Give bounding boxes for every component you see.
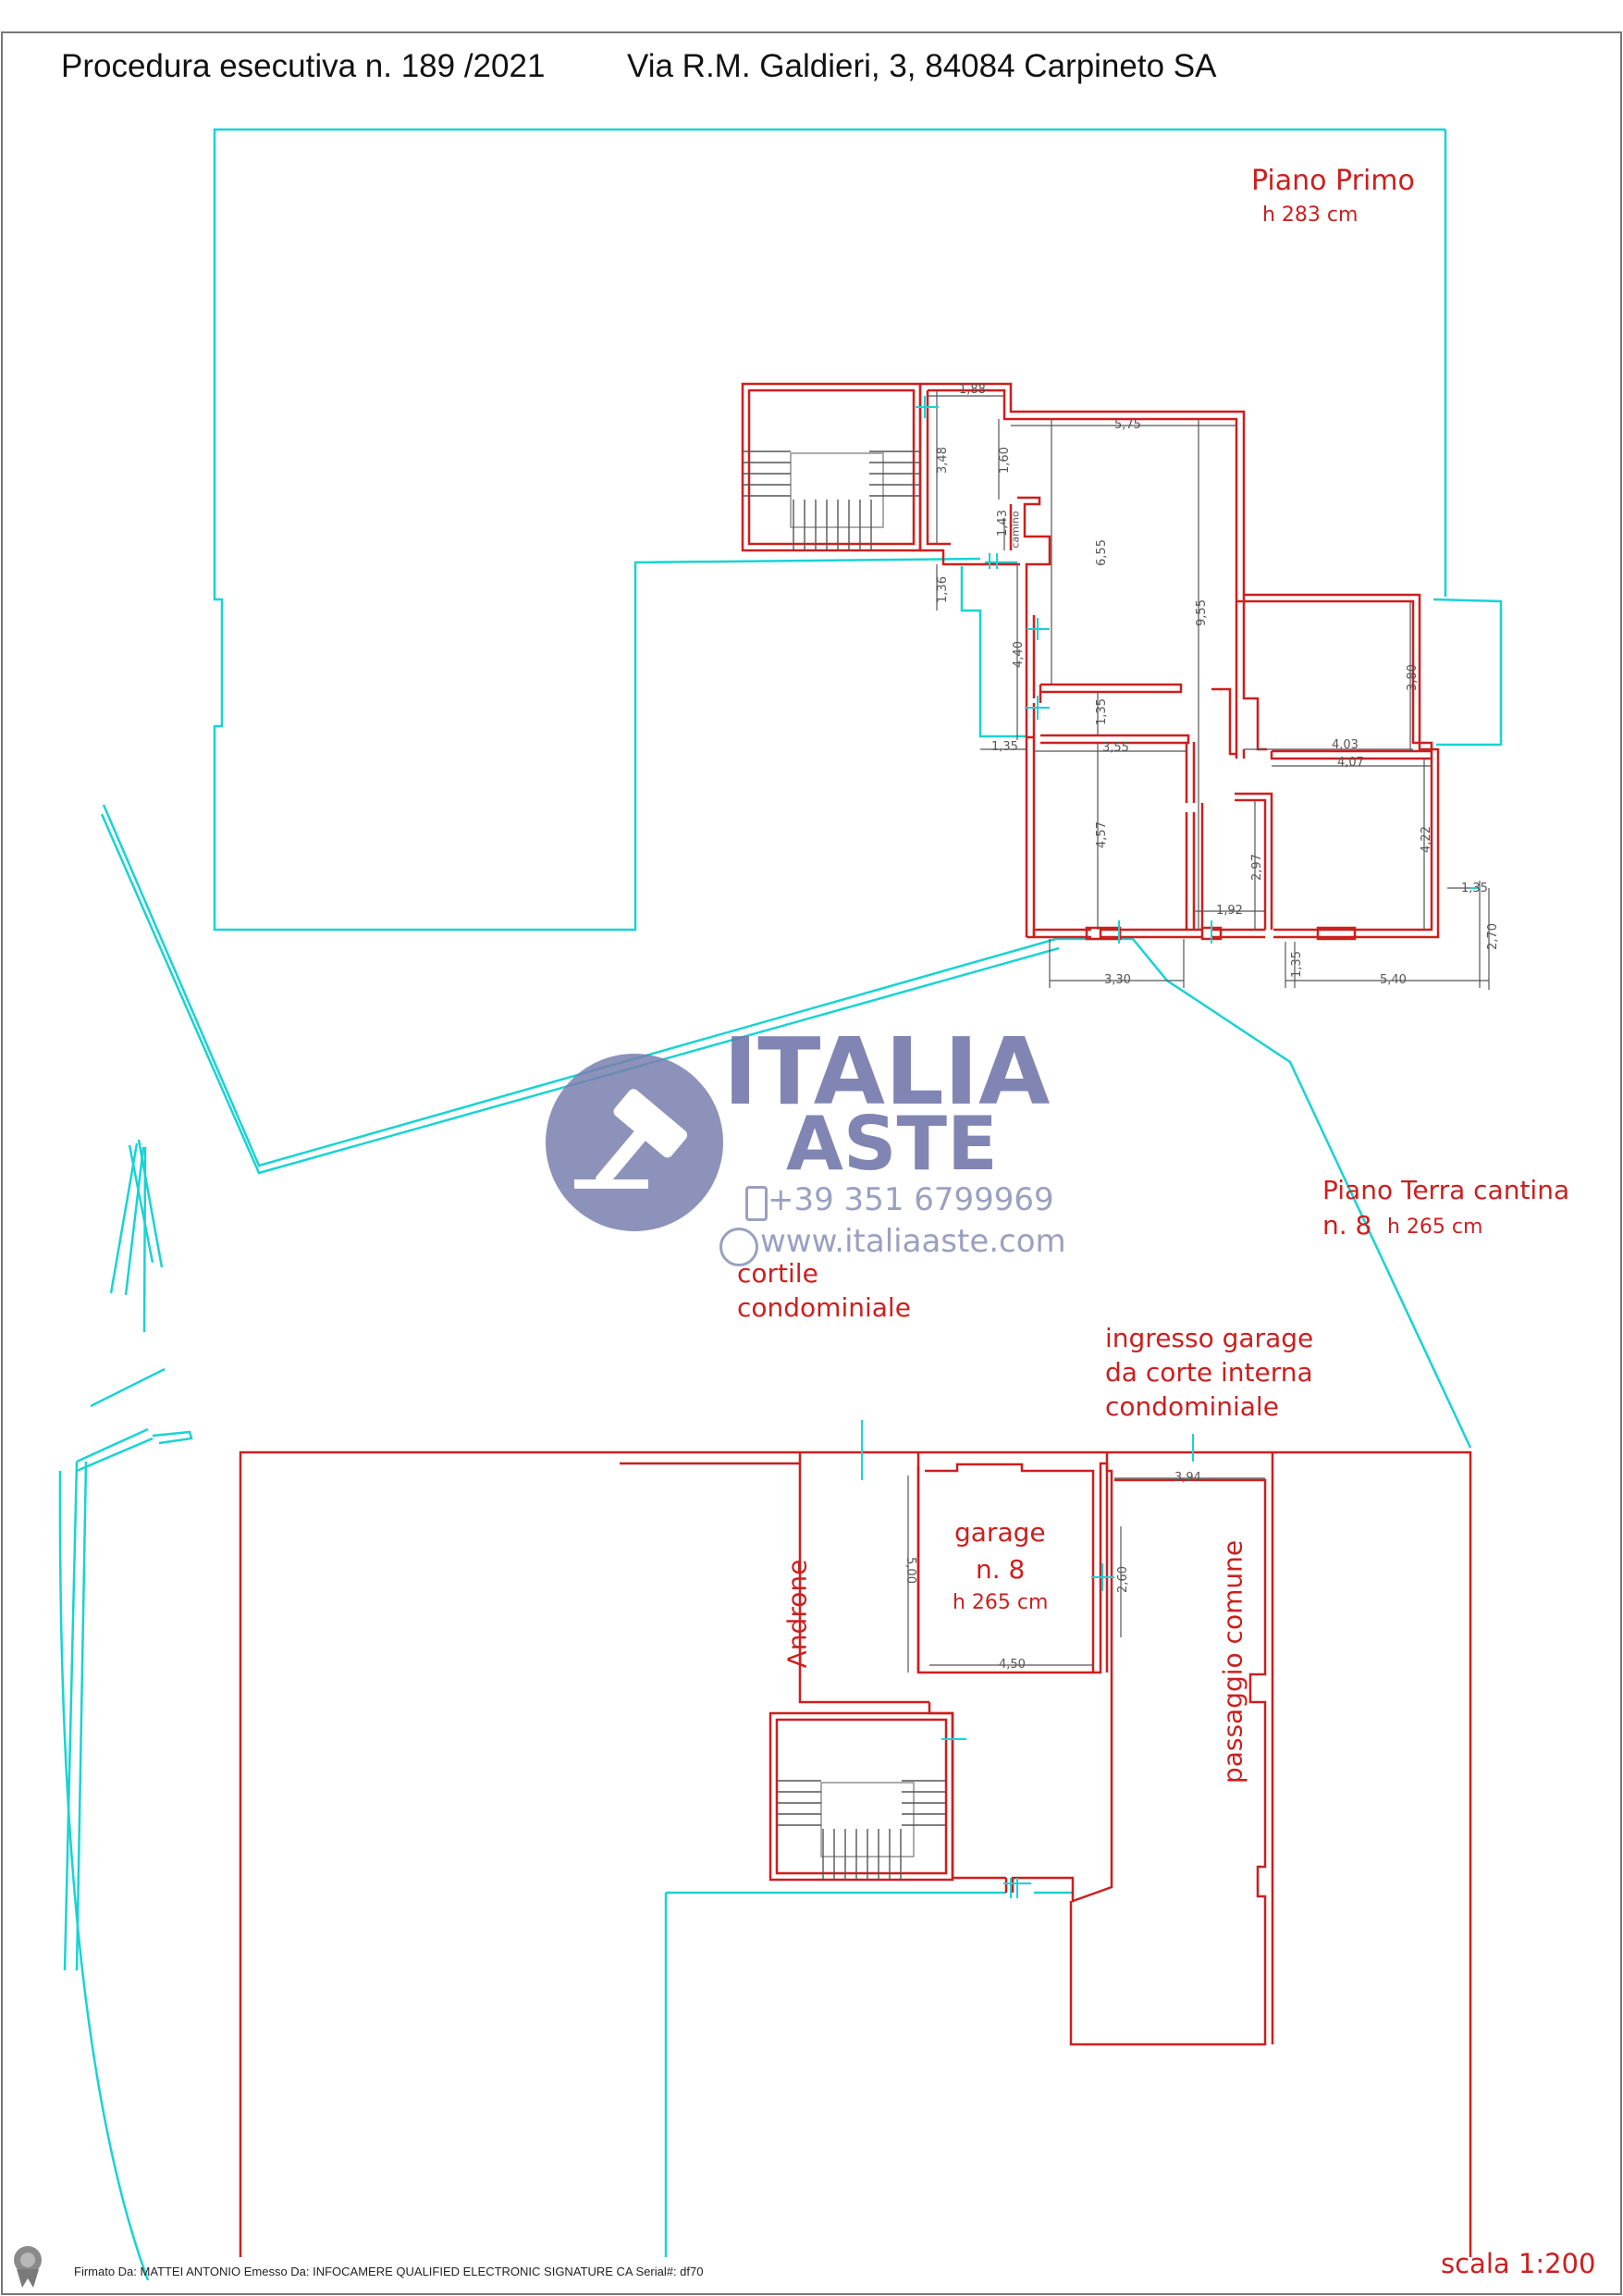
ground-floor-walls [239, 1450, 1472, 2257]
dim-330: 3,30 [1104, 973, 1131, 987]
dim-355: 3,55 [1102, 741, 1129, 755]
digital-signature-footer: Firmato Da: MATTEI ANTONIO Emesso Da: IN… [74, 2265, 704, 2278]
garage-height: h 265 cm [953, 1591, 1049, 1614]
dim-575: 5,75 [1114, 418, 1141, 432]
courtyard-label-1: cortile [737, 1258, 818, 1289]
dim-135b: 1,35 [1094, 698, 1109, 725]
dim-135a: 1,35 [991, 740, 1018, 754]
ground-cellar-height: h 265 cm [1387, 1216, 1483, 1239]
garage-entrance-label-3: condominiale [1105, 1391, 1279, 1422]
door-markers [861, 396, 1480, 1898]
dim-500: 5,00 [903, 1557, 917, 1584]
first-floor-plot-boundary [213, 128, 1503, 932]
sheet-frame [1, 31, 1622, 2295]
dim-540: 5,40 [1380, 973, 1407, 987]
dim-135c: 1,35 [1461, 882, 1488, 895]
dim-457: 4,57 [1094, 821, 1109, 848]
ground-floor-stairs [777, 1780, 946, 1880]
ground-cellar-label: Piano Terra cantina [1322, 1175, 1570, 1205]
first-floor-apartment-walls [741, 382, 1440, 941]
dim-450: 4,50 [999, 1658, 1026, 1672]
courtyard-label-2: condominiale [737, 1292, 911, 1323]
androne-label: Androne [781, 1559, 813, 1669]
dim-143: 1,43 [995, 510, 1010, 537]
signature-seal-icon [14, 2246, 42, 2288]
dim-270: 2,70 [1485, 923, 1500, 950]
first-floor-stairs [743, 451, 920, 550]
ground-cellar-number: n. 8 [1322, 1210, 1372, 1241]
dim-188: 1,88 [959, 383, 986, 397]
dim-297: 2,97 [1249, 854, 1264, 881]
camino-label: camino [1009, 511, 1022, 549]
procedure-number: Procedura esecutiva n. 189 /2021 [61, 48, 546, 84]
dim-407: 4,07 [1337, 756, 1364, 770]
dim-955: 9,55 [1194, 599, 1209, 626]
dim-160: 1,60 [997, 447, 1012, 474]
dim-135d: 1,35 [1289, 951, 1304, 978]
dim-655: 6,55 [1094, 539, 1109, 566]
first-floor-height: h 283 cm [1262, 204, 1359, 227]
dim-260: 2,60 [1115, 1566, 1130, 1593]
dim-136: 1,36 [935, 576, 950, 603]
dim-380: 3,80 [1405, 664, 1420, 691]
dim-192: 1,92 [1216, 904, 1243, 918]
property-address: Via R.M. Galdieri, 3, 84084 Carpineto SA [627, 48, 1217, 84]
scale-label: scala 1:200 [1441, 2248, 1596, 2279]
dim-348: 3,48 [935, 447, 950, 474]
garage-entrance-label-2: da corte interna [1105, 1357, 1313, 1388]
garage-entrance-label-1: ingresso garage [1105, 1323, 1314, 1353]
dim-403: 4,03 [1332, 738, 1359, 752]
garage-number: n. 8 [976, 1554, 1026, 1585]
first-floor-label: Piano Primo [1251, 165, 1415, 197]
passaggio-comune-label: passaggio comune [1217, 1539, 1248, 1784]
ground-courtyard-boundary [58, 804, 1472, 2281]
dimension-lines [907, 390, 1490, 1673]
dim-440: 4,40 [1011, 641, 1026, 668]
dim-394: 3,94 [1174, 1471, 1201, 1485]
garage-label: garage [954, 1517, 1046, 1548]
dim-422: 4,22 [1419, 826, 1433, 853]
